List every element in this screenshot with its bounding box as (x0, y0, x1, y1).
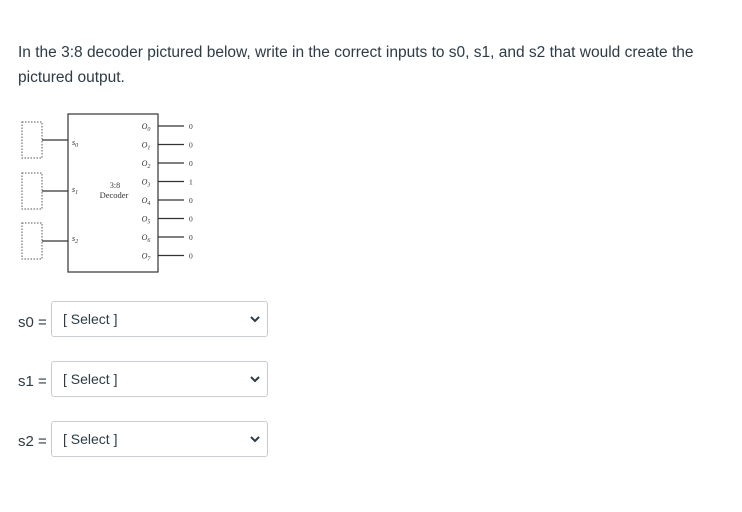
input-box-s2 (21, 222, 43, 260)
output-value: 0 (189, 233, 193, 242)
output-value: 1 (189, 178, 193, 187)
input-box-s1 (21, 172, 43, 210)
output-value: 0 (189, 252, 193, 261)
decoder-label-ratio: 3:8 (110, 181, 120, 190)
chevron-down-icon (250, 436, 260, 443)
decoder-block (67, 113, 159, 273)
s0-select-value: [ Select ] (63, 311, 118, 327)
chevron-down-icon (250, 376, 260, 383)
question-text: In the 3:8 decoder pictured below, write… (18, 44, 694, 86)
input-label-s0: s0 (72, 138, 78, 149)
s0-label: s0 = (18, 314, 47, 331)
s0-select[interactable]: [ Select ] (51, 301, 268, 337)
output-value: 0 (189, 196, 193, 205)
output-label: O3 (142, 178, 151, 189)
output-label: O0 (142, 122, 151, 133)
output-value: 0 (189, 141, 193, 150)
s2-select-value: [ Select ] (63, 431, 118, 447)
s2-label: s2 = (18, 433, 47, 450)
s2-select[interactable]: [ Select ] (51, 421, 268, 457)
input-label-s2: s2 (72, 234, 78, 245)
output-label: O4 (142, 196, 151, 207)
output-label: O6 (142, 233, 151, 244)
s1-select-value: [ Select ] (63, 371, 118, 387)
output-label: O7 (142, 252, 152, 263)
decoder-label-name: Decoder (100, 190, 129, 200)
output-value: 0 (189, 122, 193, 131)
output-label: O1 (142, 141, 151, 152)
output-value: 0 (189, 159, 193, 168)
output-value: 0 (189, 215, 193, 224)
chevron-down-icon (250, 316, 260, 323)
input-box-s0 (21, 121, 43, 159)
input-label-s1: s1 (72, 185, 78, 196)
s1-select[interactable]: [ Select ] (51, 361, 268, 397)
output-label: O2 (142, 159, 151, 170)
output-label: O5 (142, 215, 151, 226)
s1-label: s1 = (18, 373, 47, 390)
